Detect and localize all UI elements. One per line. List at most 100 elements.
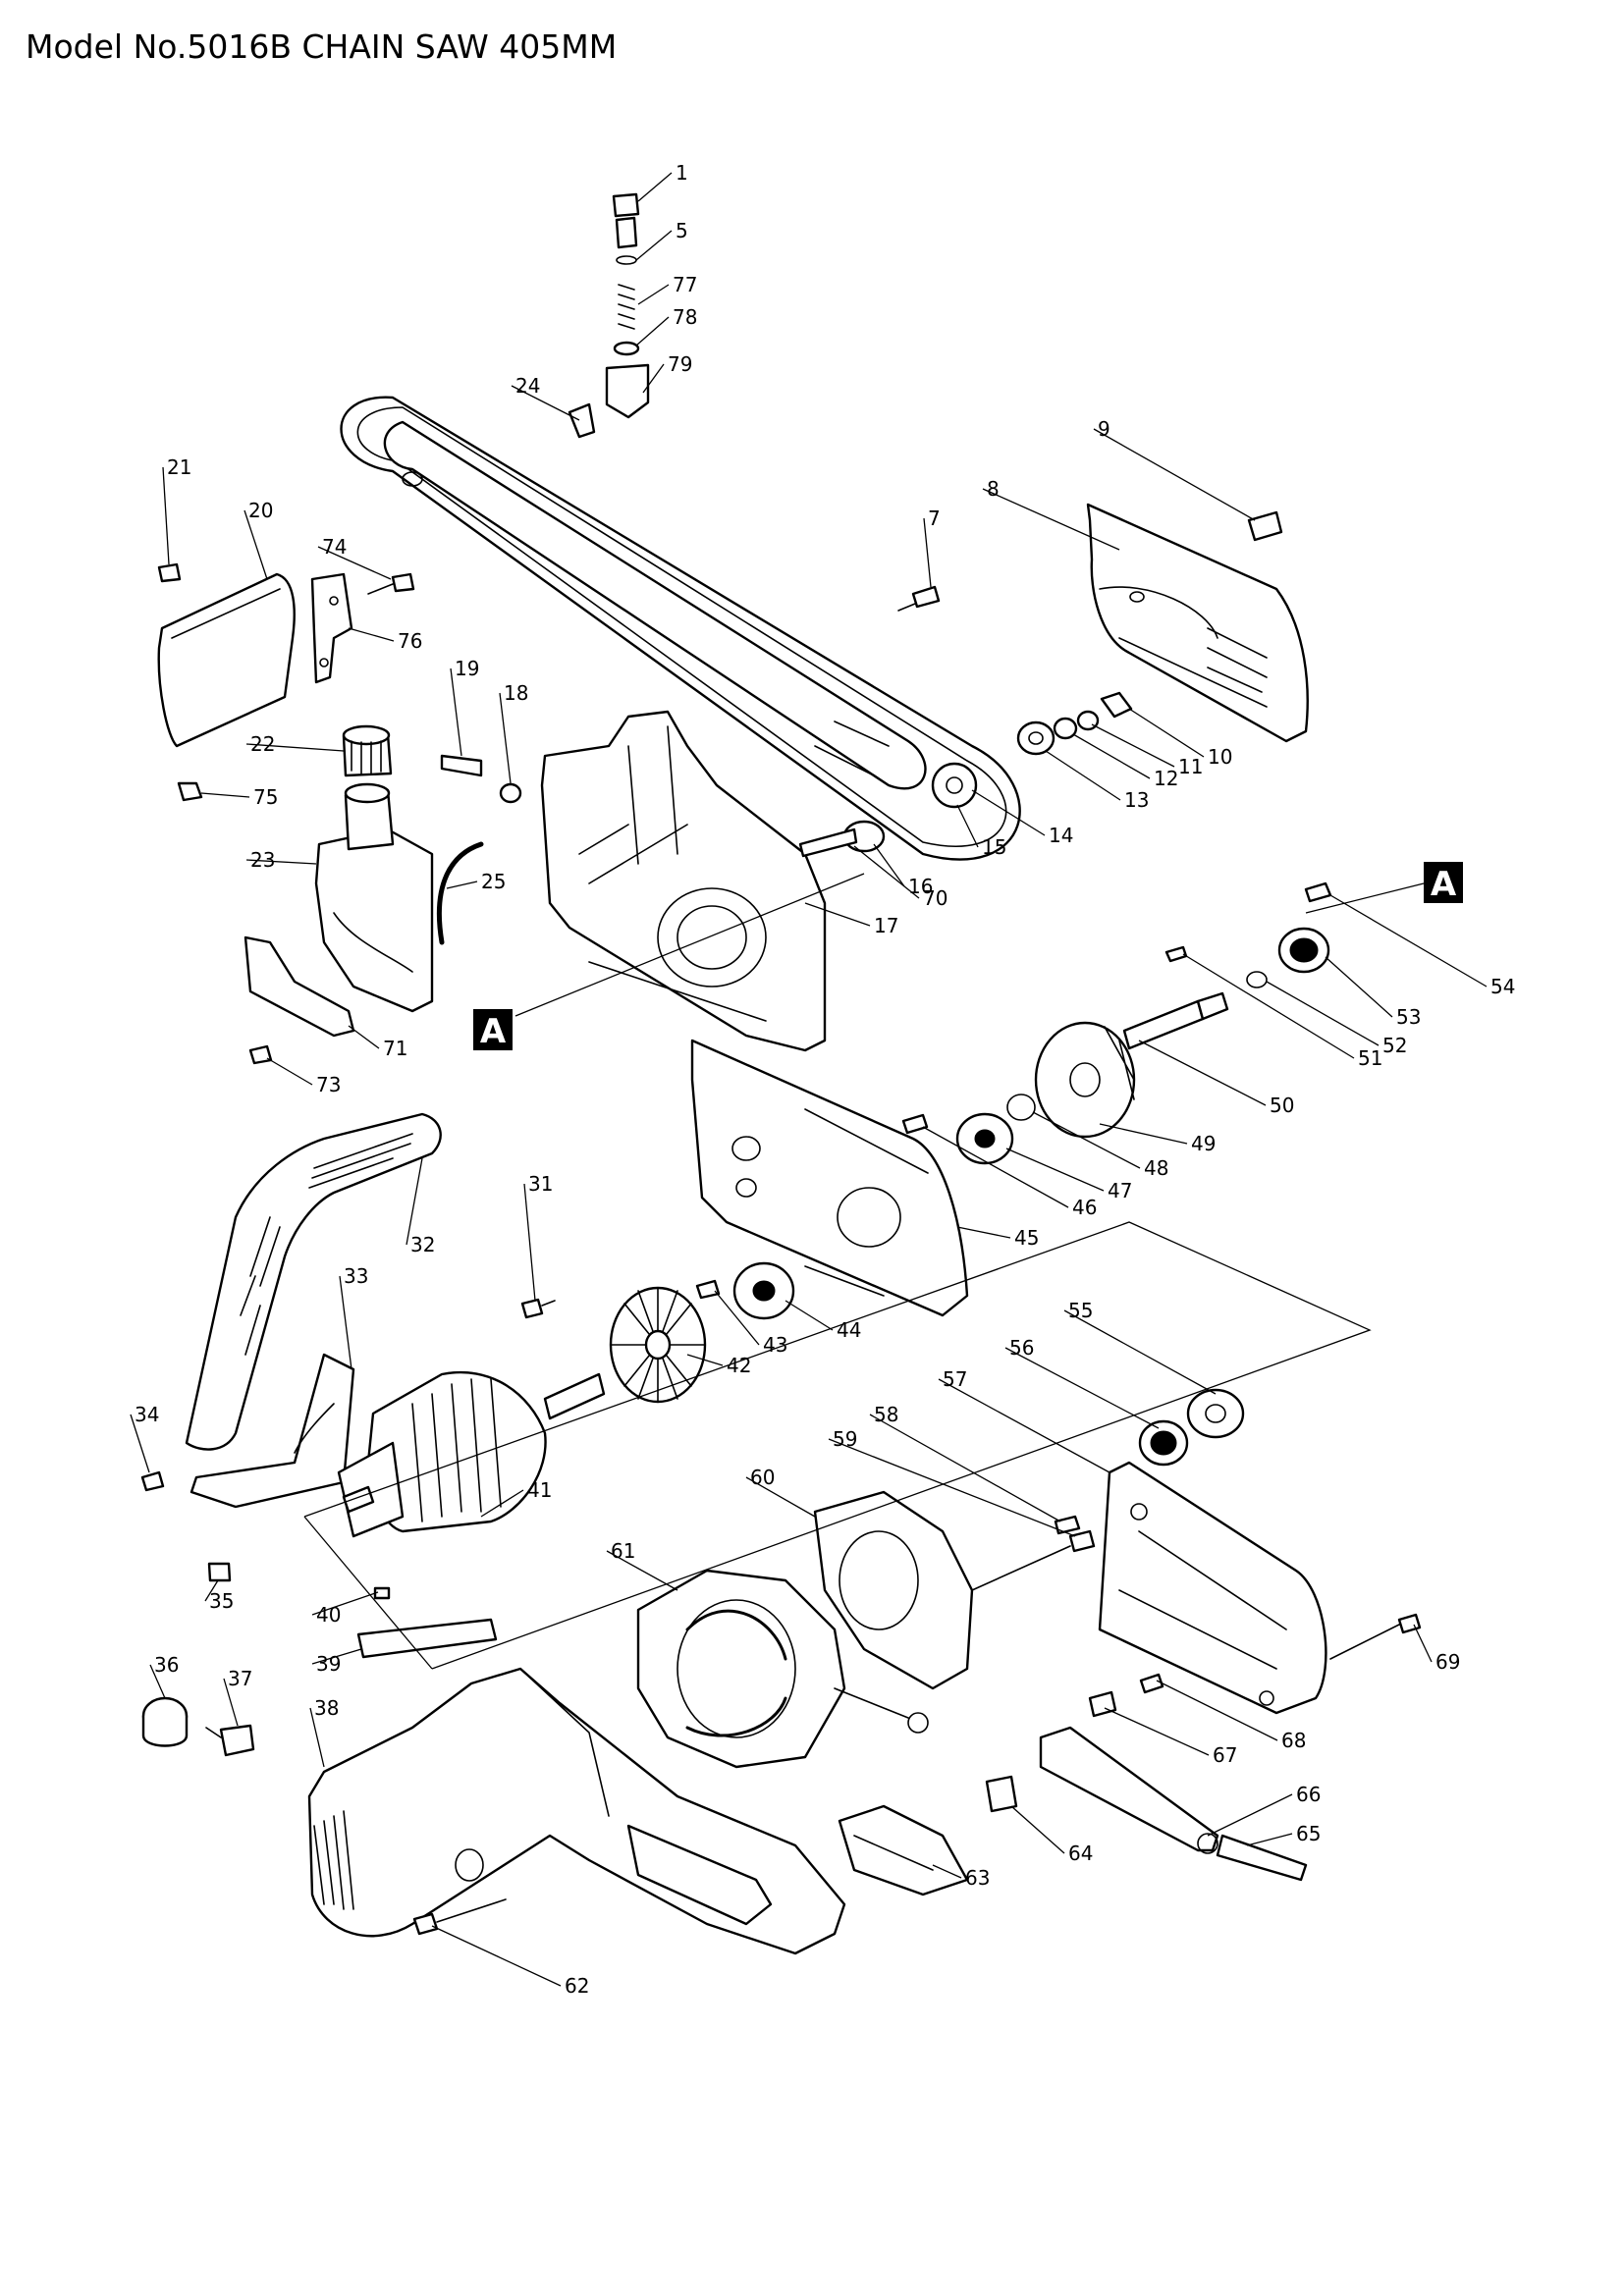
- part-label-67: 67: [1213, 1743, 1237, 1767]
- part-label-54: 54: [1490, 975, 1515, 998]
- part-label-34: 34: [135, 1403, 159, 1426]
- leader-line-46: [922, 1126, 1069, 1208]
- part-label-36: 36: [154, 1653, 179, 1677]
- part-label-61: 61: [611, 1539, 635, 1563]
- part-label-59: 59: [833, 1427, 857, 1451]
- part-label-70: 70: [923, 886, 947, 910]
- part-label-52: 52: [1382, 1034, 1407, 1057]
- leader-line-58: [869, 1414, 1061, 1522]
- leader-line-8: [982, 488, 1120, 551]
- oil-hose: [436, 841, 484, 945]
- carbon-brush: [205, 1724, 255, 1757]
- leader-line-57: [938, 1378, 1110, 1473]
- motor-housing: [307, 1667, 846, 1955]
- leader-line-11: [1091, 723, 1175, 768]
- part-label-16: 16: [908, 875, 933, 898]
- part-label-44: 44: [837, 1318, 861, 1342]
- part-label-66: 66: [1296, 1783, 1321, 1806]
- leader-line-79: [642, 363, 665, 394]
- part-label-11: 11: [1178, 755, 1203, 778]
- leader-line-44: [785, 1300, 834, 1331]
- part-label-14: 14: [1049, 824, 1073, 847]
- part-label-1: 1: [676, 161, 688, 185]
- motor-end-housing: [1098, 1461, 1327, 1715]
- part-label-53: 53: [1396, 1005, 1421, 1029]
- leader-line-43: [714, 1290, 760, 1346]
- part-label-33: 33: [344, 1264, 368, 1288]
- part-label-45: 45: [1014, 1226, 1039, 1250]
- saw-chain: [340, 396, 1021, 861]
- chain-cover: [1086, 503, 1309, 743]
- leader-line-23: [245, 859, 317, 865]
- leader-line-71: [348, 1025, 380, 1049]
- leader-line-25: [446, 881, 478, 889]
- part-label-46: 46: [1072, 1196, 1097, 1219]
- part-label-60: 60: [750, 1466, 775, 1489]
- part-label-38: 38: [314, 1696, 339, 1720]
- part-label-76: 76: [398, 629, 422, 653]
- part-label-48: 48: [1144, 1156, 1168, 1180]
- leader-line-50: [1138, 1040, 1267, 1106]
- leader-line-40: [311, 1591, 379, 1616]
- part-label-37: 37: [228, 1667, 252, 1690]
- part-label-62: 62: [565, 1974, 589, 1998]
- leader-line-77: [637, 284, 670, 305]
- part-label-25: 25: [481, 870, 506, 893]
- leader-line-14: [971, 789, 1046, 836]
- leader-line-67: [1104, 1707, 1210, 1756]
- baffle-plate: [813, 1490, 974, 1690]
- part-label-15: 15: [982, 835, 1006, 859]
- part-label-12: 12: [1154, 767, 1178, 790]
- small-parts: [140, 192, 1422, 1936]
- leader-line-51: [1182, 953, 1355, 1059]
- leader-line-78: [635, 316, 670, 347]
- svg-text:A: A: [480, 1012, 507, 1051]
- part-label-20: 20: [248, 499, 273, 522]
- leader-line-65: [1246, 1833, 1293, 1846]
- gear-housing: [690, 1039, 969, 1317]
- leader-line-12: [1072, 733, 1151, 779]
- leader-line-60: [745, 1476, 816, 1518]
- leader-line-53: [1325, 956, 1393, 1018]
- leader-line-37: [223, 1678, 239, 1727]
- part-label-5: 5: [676, 219, 688, 242]
- leader-line-5: [635, 230, 673, 261]
- leader-line-31: [523, 1183, 536, 1302]
- leader-line-56: [1004, 1347, 1160, 1429]
- leader-line-20: [244, 509, 268, 580]
- leader-line-61: [606, 1550, 678, 1591]
- leader-line-41: [480, 1489, 524, 1518]
- leader-line-73: [266, 1057, 313, 1086]
- leader-line-45: [956, 1226, 1011, 1239]
- part-label-50: 50: [1270, 1094, 1294, 1117]
- part-labels: 1577787924987212074761918227523251716701…: [130, 161, 1515, 1998]
- oil-cap: [342, 724, 393, 777]
- part-label-71: 71: [383, 1037, 407, 1060]
- part-label-7: 7: [928, 507, 941, 530]
- noise-suppressor: [985, 1775, 1018, 1813]
- part-label-69: 69: [1435, 1650, 1460, 1674]
- part-label-35: 35: [209, 1589, 234, 1613]
- leader-line-35: [204, 1579, 219, 1602]
- part-label-40: 40: [316, 1603, 341, 1627]
- page-title: Model No.5016B CHAIN SAW 405MM: [26, 27, 618, 66]
- leader-line-69: [1413, 1624, 1433, 1663]
- part-label-13: 13: [1124, 788, 1149, 812]
- leader-line-49: [1099, 1123, 1188, 1145]
- leader-line-34: [130, 1414, 150, 1473]
- part-label-8: 8: [987, 477, 1000, 501]
- part-label-55: 55: [1068, 1299, 1093, 1322]
- leader-line-75: [200, 792, 250, 798]
- part-label-18: 18: [504, 681, 528, 705]
- leader-line-19: [450, 667, 462, 757]
- leader-line-47: [1005, 1148, 1105, 1192]
- brush-cap: [141, 1696, 189, 1747]
- part-label-24: 24: [515, 374, 540, 398]
- motor-field: [636, 1569, 929, 1769]
- leader-line-32: [406, 1157, 423, 1246]
- leader-line-36: [149, 1664, 166, 1699]
- part-label-47: 47: [1108, 1179, 1132, 1202]
- part-label-10: 10: [1208, 745, 1232, 769]
- leader-line-1: [637, 172, 673, 202]
- name-plate: [356, 1618, 498, 1659]
